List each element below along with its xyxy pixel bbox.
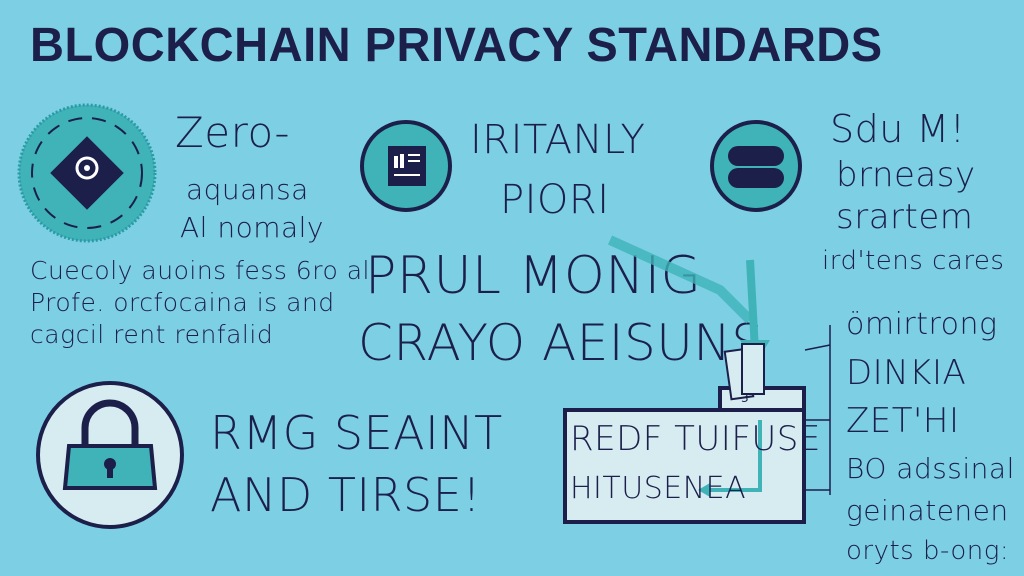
middle-line2: PIORI	[500, 177, 610, 223]
diamond-shield-icon	[17, 103, 157, 243]
db-line: brneasy	[836, 155, 976, 195]
zero-heading: Zero-	[175, 108, 291, 157]
lock-line2: AND TIRSE!	[210, 468, 482, 522]
db-line: ird'tens cares	[822, 246, 1005, 276]
zero-line2: aquansa	[186, 173, 309, 206]
document-chip-icon	[360, 120, 452, 212]
zero-line3: Al nomaly	[180, 211, 324, 244]
middle-big-line2: CRAYO AEISUNS	[358, 314, 764, 372]
db-line: Sdu M!	[830, 107, 966, 151]
db-line: srartem	[836, 197, 974, 237]
ruler-line	[804, 325, 831, 495]
zero-paragraph-line: cagcil rent renfalid	[30, 320, 274, 349]
zero-paragraph-line: Cuecoly auoins fess 6ro al	[30, 256, 370, 285]
padlock-icon	[36, 381, 184, 529]
right-list-item: geinatenen	[846, 494, 1009, 527]
right-list-item: ZET'HI	[846, 401, 960, 441]
right-list-item: oryts b-ong:	[846, 536, 1010, 566]
box-tab-label: 3	[741, 391, 749, 405]
lock-line1: RMG SEAINT	[210, 406, 503, 460]
box-line2: HITUSENEA	[570, 471, 747, 506]
page-title: BLOCKCHAIN PRIVACY STANDARDS	[30, 19, 883, 72]
right-list-item: BO adssinal	[846, 452, 1015, 485]
zero-paragraph-line: Profe. orcfocaina is and	[30, 288, 335, 317]
folder-box-icon	[563, 343, 806, 524]
right-list-item: DINKIA	[846, 353, 967, 393]
box-line1: REDF TUIFUSE	[570, 419, 821, 459]
middle-heading: IRITANLY	[470, 117, 646, 163]
database-icon	[710, 120, 802, 212]
right-list-item: ömirtrong	[846, 307, 998, 342]
